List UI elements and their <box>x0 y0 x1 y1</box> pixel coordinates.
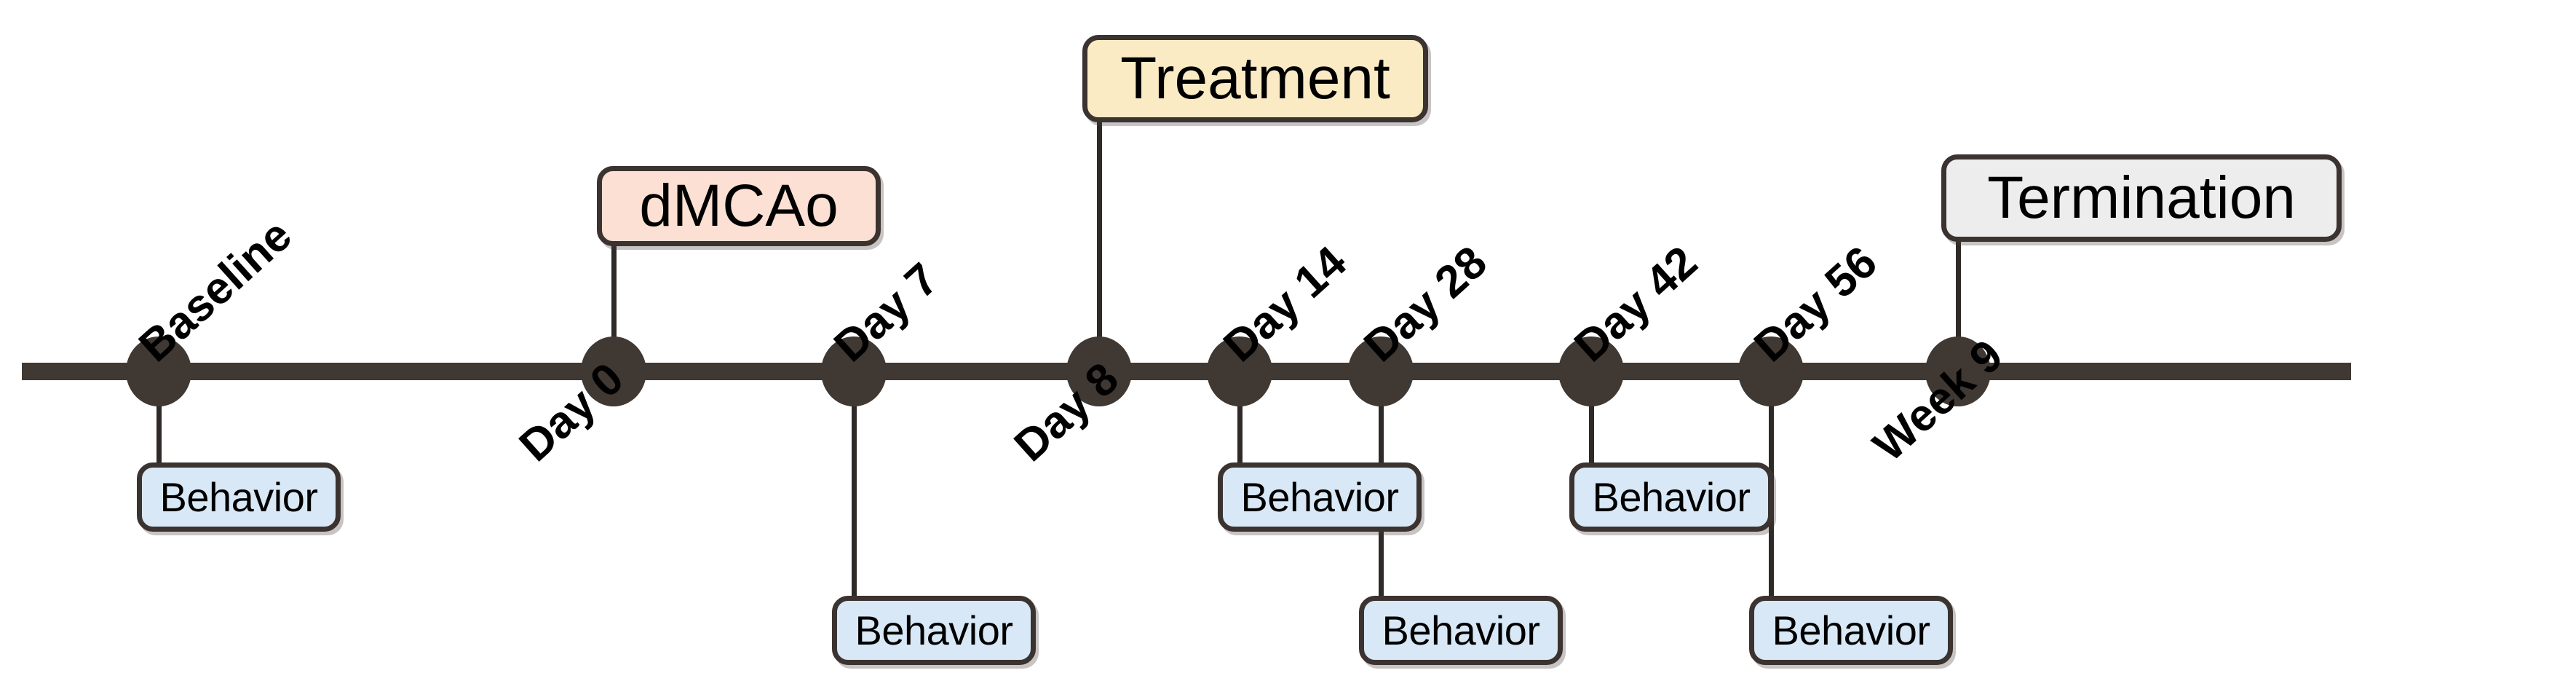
behavior-box-baseline[interactable]: Behavior <box>137 462 341 532</box>
event-box-dmcao-label: dMCAo <box>639 173 839 239</box>
behavior-box-day42-label: Behavior <box>1592 473 1751 520</box>
connector-day7-behavior <box>852 371 857 597</box>
timeline-node-day7[interactable] <box>821 336 887 406</box>
behavior-box-day7[interactable]: Behavior <box>832 596 1036 665</box>
connector-baseline-behavior <box>156 371 162 465</box>
timeline-node-week9[interactable] <box>1925 336 1991 406</box>
behavior-box-day28[interactable]: Behavior <box>1359 596 1563 665</box>
timeline-node-day28[interactable] <box>1348 336 1414 406</box>
timeline-node-day14[interactable] <box>1207 336 1272 406</box>
connector-day42-behavior <box>1589 371 1594 465</box>
behavior-box-baseline-label: Behavior <box>159 473 318 520</box>
behavior-box-day56[interactable]: Behavior <box>1749 596 1953 665</box>
behavior-box-day28-label: Behavior <box>1382 607 1540 653</box>
timeline-node-day56[interactable] <box>1738 336 1804 406</box>
event-box-termination[interactable]: Termination <box>1941 154 2342 242</box>
behavior-box-day7-label: Behavior <box>855 607 1013 653</box>
timeline-node-baseline[interactable] <box>126 336 191 406</box>
tick-label-day14: Day 14 <box>1214 237 1356 372</box>
event-box-treatment-label: Treatment <box>1120 45 1390 111</box>
tick-label-day42: Day 42 <box>1565 237 1707 372</box>
connector-day0-dmcao <box>611 195 617 374</box>
event-box-termination-label: Termination <box>1987 165 2296 231</box>
tick-label-baseline: Baseline <box>130 210 301 372</box>
timeline-node-day8[interactable] <box>1066 336 1132 406</box>
timeline-node-day42[interactable] <box>1558 336 1624 406</box>
tick-label-day56: Day 56 <box>1745 237 1887 372</box>
event-box-dmcao[interactable]: dMCAo <box>597 166 881 246</box>
tick-label-day7: Day 7 <box>825 253 948 372</box>
connector-week9-termination <box>1956 181 1961 374</box>
behavior-box-day14-label: Behavior <box>1240 473 1399 520</box>
behavior-box-day42[interactable]: Behavior <box>1569 462 1773 532</box>
behavior-box-day14[interactable]: Behavior <box>1218 462 1422 532</box>
connector-day8-treatment <box>1097 76 1102 374</box>
timeline-node-day0[interactable] <box>581 336 646 406</box>
behavior-box-day56-label: Behavior <box>1772 607 1930 653</box>
event-box-treatment[interactable]: Treatment <box>1082 35 1428 122</box>
connector-day14-behavior <box>1237 371 1243 465</box>
tick-label-day28: Day 28 <box>1355 237 1497 372</box>
